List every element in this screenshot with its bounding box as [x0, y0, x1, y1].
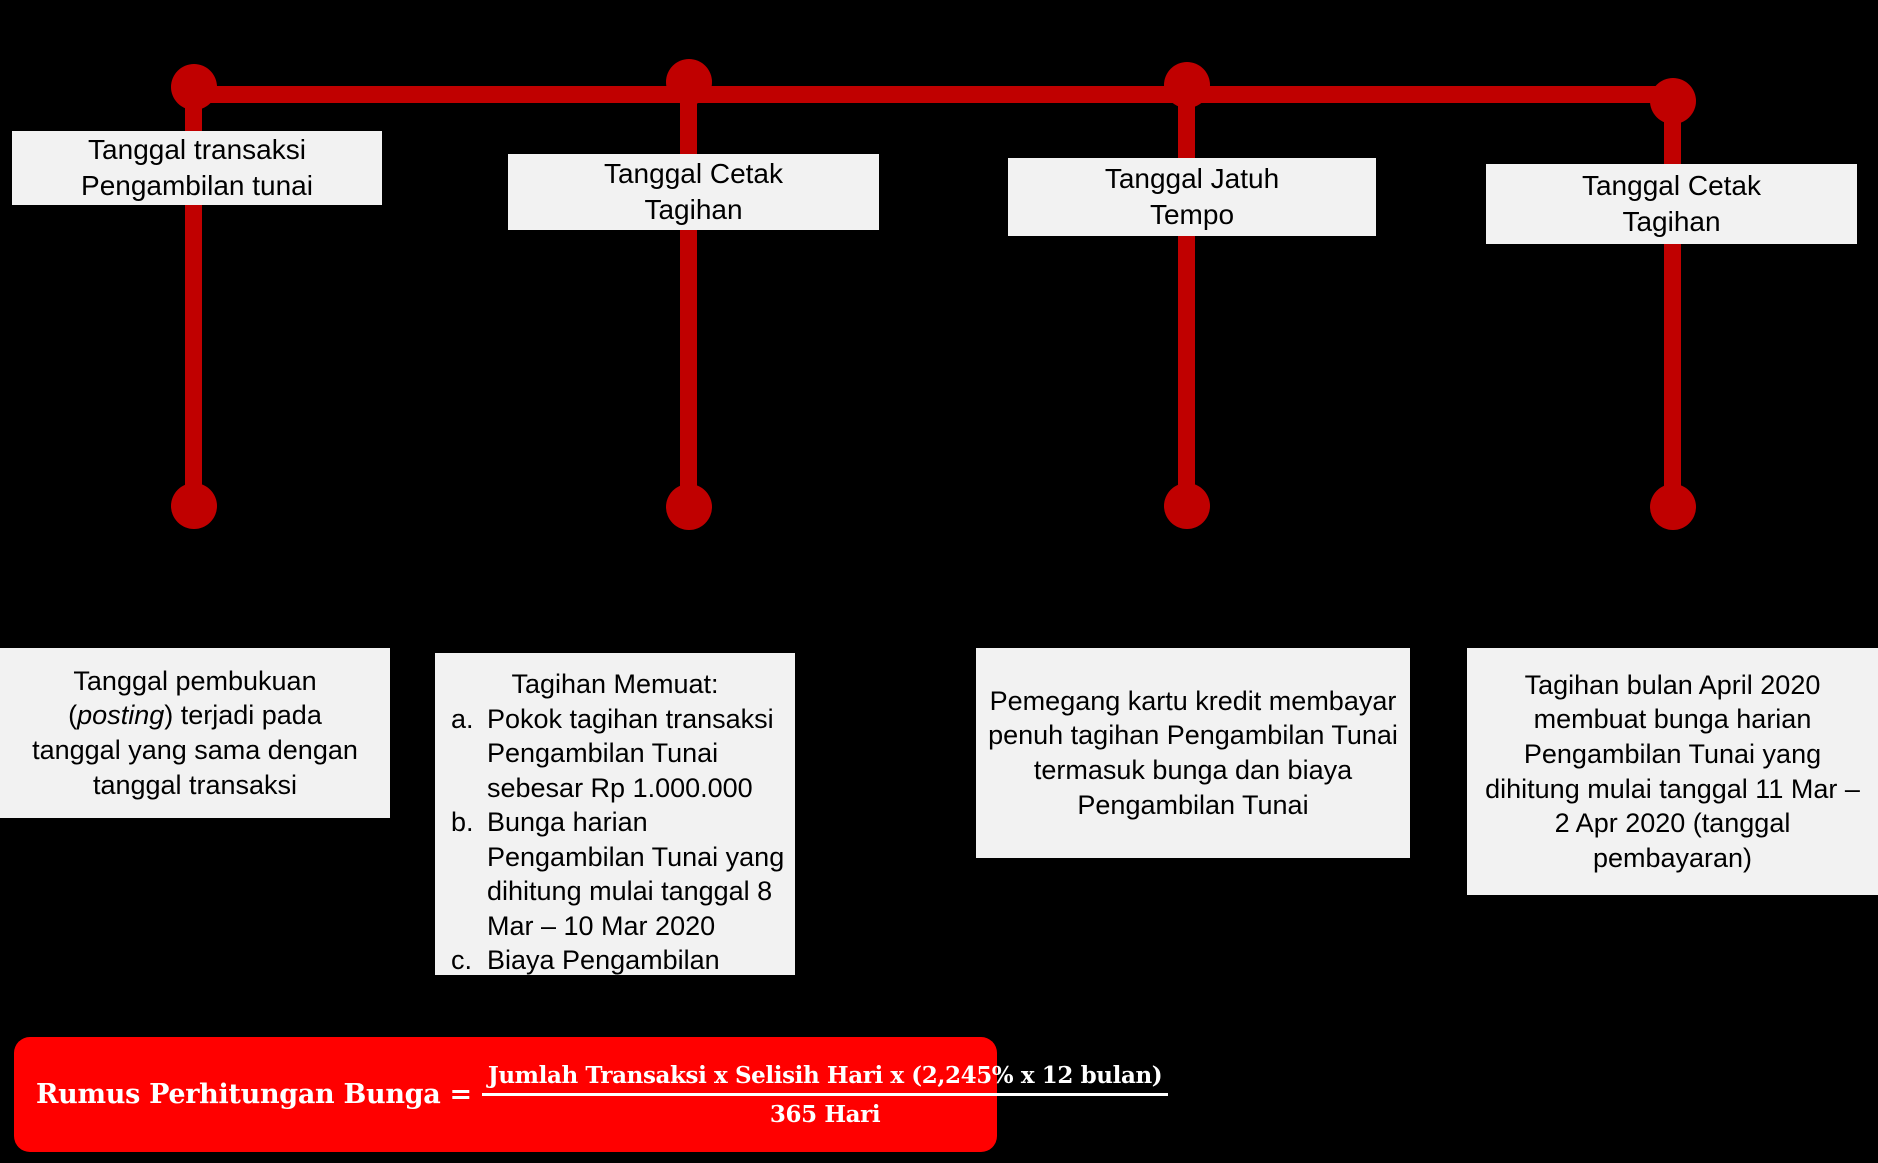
- interest-formula-banner: Rumus Perhitungan Bunga = Jumlah Transak…: [14, 1037, 1169, 1152]
- milestone-card-cetak-tagihan-2: Tanggal Cetak Tagihan: [1486, 164, 1857, 244]
- posting-line2-pre: (: [68, 700, 78, 731]
- tagihan-list-item: c. Biaya Pengambilan Tunai: [445, 943, 785, 1012]
- tagihan-item-text-c: Biaya Pengambilan Tunai: [487, 945, 720, 1010]
- tagihan-list-item: a. Pokok tagihan transaksi Pengambilan T…: [445, 702, 785, 806]
- milestone-transaksi-line1: Tanggal transaksi: [88, 134, 306, 166]
- milestone-card-cetak-tagihan-1: Tanggal Cetak Tagihan: [508, 154, 879, 230]
- tagihan-item-marker-c: c.: [451, 945, 473, 976]
- tagihan-item-marker-a: a.: [451, 703, 474, 734]
- timeline-stem-jatuh-down: [1178, 212, 1195, 505]
- timeline-dot-cetak-tagihan-1[interactable]: [666, 484, 712, 530]
- detail-card-posting: Tanggal pembukuan (posting) terjadi pada…: [0, 648, 390, 818]
- timeline-stem-transaksi-down: [185, 205, 202, 505]
- timeline-dot-jatuh-tempo[interactable]: [1164, 483, 1210, 529]
- detail-card-tagihan-april: Tagihan bulan April 2020 membuat bunga h…: [1467, 648, 1878, 895]
- detail-card-tagihan: Tagihan Memuat: a. Pokok tagihan transak…: [435, 653, 795, 1010]
- timeline-stem-cetak2-down: [1664, 216, 1681, 505]
- milestone-jatuh-line1: Tanggal Jatuh: [1104, 163, 1280, 195]
- tagihan-item-marker-b: b.: [451, 807, 474, 838]
- formula-label: Rumus Perhitungan Bunga =: [36, 1079, 472, 1110]
- tagihan-item-text-b: Bunga harian Pengambilan Tunai yang dihi…: [487, 807, 785, 941]
- tagihan-april-text: Tagihan bulan April 2020 membuat bunga h…: [1485, 669, 1860, 873]
- posting-line1: Tanggal pembukuan: [73, 665, 317, 696]
- milestone-cetak1-line1: Tanggal Cetak: [603, 158, 783, 190]
- formula-numerator: Jumlah Transaksi x Selisih Hari x (2,245…: [487, 1061, 1163, 1089]
- tagihan-item-text-a: Pokok tagihan transaksi Pengambilan Tuna…: [487, 703, 774, 803]
- milestone-cetak2-line2: Tagihan: [1622, 206, 1721, 237]
- timeline-dot-transaksi[interactable]: [171, 483, 217, 529]
- milestone-jatuh-line2: Tempo: [1149, 199, 1235, 230]
- pembayaran-text: Pemegang kartu kredit membayar penuh tag…: [988, 685, 1398, 820]
- posting-line2-post: ) terjadi pada: [164, 700, 322, 731]
- formula-denominator: 365 Hari: [769, 1100, 881, 1128]
- posting-line3: tanggal yang sama dengan: [32, 735, 358, 765]
- milestone-cetak1-line2: Tagihan: [644, 194, 743, 225]
- formula-fraction: Jumlah Transaksi x Selisih Hari x (2,245…: [481, 1061, 1169, 1128]
- timeline-stem-cetak1-down: [680, 207, 697, 505]
- posting-line2-emphasis: posting: [77, 700, 165, 731]
- tagihan-heading: Tagihan Memuat:: [511, 669, 719, 699]
- timeline-dot-cetak-tagihan-2[interactable]: [1650, 484, 1696, 530]
- posting-line2: (posting) terjadi pada: [68, 698, 322, 733]
- tagihan-list-item: b. Bunga harian Pengambilan Tunai yang d…: [445, 805, 785, 943]
- formula-fraction-bar: [481, 1092, 1169, 1096]
- timeline-horizontal-rail: [194, 86, 1673, 103]
- milestone-card-jatuh-tempo: Tanggal Jatuh Tempo: [1008, 158, 1376, 236]
- milestone-card-transaksi: Tanggal transaksi Pengambilan tunai: [12, 131, 382, 205]
- milestone-cetak2-line1: Tanggal Cetak: [1581, 170, 1761, 202]
- milestone-transaksi-line2: Pengambilan tunai: [81, 170, 313, 201]
- posting-line4: tanggal transaksi: [92, 769, 298, 800]
- detail-card-pembayaran: Pemegang kartu kredit membayar penuh tag…: [976, 648, 1410, 858]
